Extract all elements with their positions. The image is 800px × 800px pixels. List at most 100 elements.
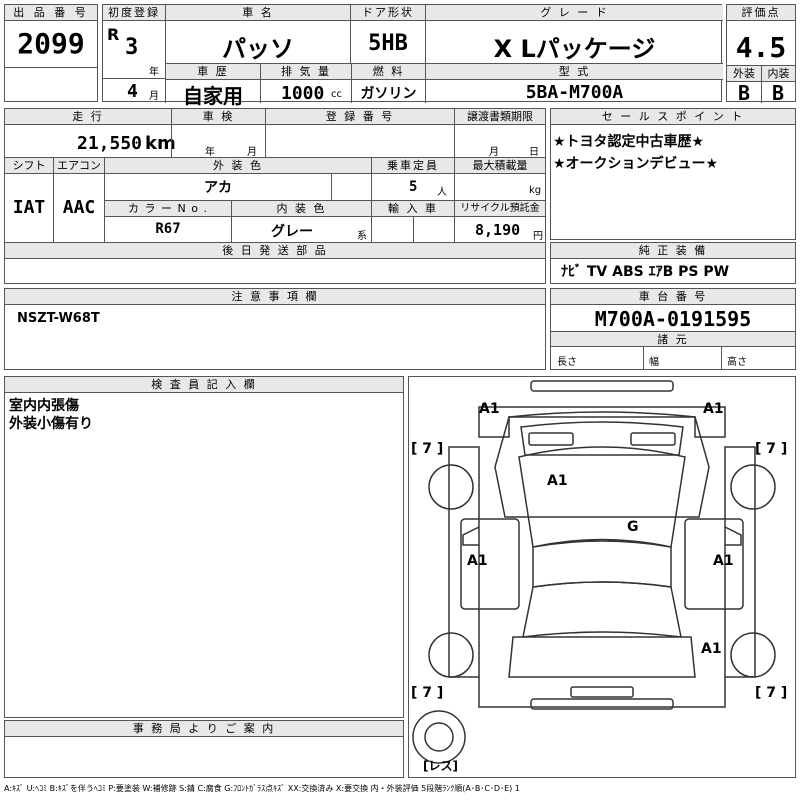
history-label: 車 歴 xyxy=(166,64,260,80)
info-box: 走 行 21,550 km 車 検 年 月 登 録 番 号 譲渡書類期限 月 日… xyxy=(4,108,546,284)
mileage-unit: km xyxy=(145,133,176,154)
capacity-label: 乗車定員 xyxy=(372,158,454,174)
equipment-box: 純 正 装 備 ﾅﾋﾞ TV ABS ｴｱB PS PW xyxy=(550,242,796,284)
notes: NSZT-W68T xyxy=(17,311,100,326)
displacement-unit: cc xyxy=(331,89,342,100)
reg-year: 3 xyxy=(125,35,139,60)
height-label: 高さ xyxy=(727,357,747,368)
import-label: 輸 入 車 xyxy=(372,201,454,217)
transfer-month-unit: 月 xyxy=(489,147,499,158)
transfer-day-unit: 日 xyxy=(529,147,539,158)
shift-label: シフト xyxy=(5,158,53,174)
grade: X Lパッケージ xyxy=(493,35,656,63)
inspector-line-1: 室内内張傷 xyxy=(9,398,79,414)
load-label: 最大積載量 xyxy=(455,158,545,174)
header-main-box: 初度登録 R 3 年 4 月 車 名 パッソ ドア形状 5HB グ レ ー ド … xyxy=(102,4,723,108)
ac: AAC xyxy=(62,197,96,218)
sales-point-2: ★オークションデビュー★ xyxy=(553,156,719,172)
reg-month: 4 xyxy=(127,81,138,102)
mark-right-door: A1 xyxy=(713,553,734,569)
mileage: 21,550 xyxy=(77,133,143,154)
chassis-box: 車 台 番 号 M700A-0191595 諸 元 長さ 幅 高さ xyxy=(550,288,796,370)
score-label: 評価点 xyxy=(727,5,795,21)
era: R xyxy=(107,25,120,44)
exterior-grade: B xyxy=(737,81,751,105)
sales-points-label: セ ー ル ス ポ イ ン ト xyxy=(551,109,795,125)
first-reg-label: 初度登録 xyxy=(103,5,165,21)
notes-box: 注 意 事 項 欄 NSZT-W68T xyxy=(4,288,546,370)
door-type-label: ドア形状 xyxy=(351,5,425,21)
interior-grade-label: 内装 xyxy=(761,66,795,82)
model: 5BA-M700A xyxy=(525,82,624,103)
int-color-label: 内 装 色 xyxy=(232,201,371,217)
mark-left-door: A1 xyxy=(467,553,488,569)
equipment: ﾅﾋﾞ TV ABS ｴｱB PS PW xyxy=(561,264,730,280)
capacity: 5 xyxy=(409,179,418,195)
ac-label: エアコン xyxy=(54,158,104,174)
sales-points-box: セ ー ル ス ポ イ ン ト ★トヨタ認定中古車歴★ ★オークションデビュー★ xyxy=(550,108,796,240)
int-color: グレー xyxy=(271,224,313,240)
color-no-label: カ ラ ー N o . xyxy=(105,201,231,217)
office-label: 事 務 局 よ り ご 案 内 xyxy=(5,721,403,737)
mark-front-right: A1 xyxy=(703,401,724,417)
mark-bracket-fr: [ 7 ] xyxy=(755,441,788,457)
chassis-label: 車 台 番 号 xyxy=(551,289,795,305)
color-no: R67 xyxy=(155,221,181,237)
mark-bracket-fl: [ 7 ] xyxy=(411,441,444,457)
inspector-label: 検 査 員 記 入 欄 xyxy=(5,377,403,393)
inspection-label: 車 検 xyxy=(172,109,265,125)
car-outline xyxy=(412,380,776,764)
length-label: 長さ xyxy=(557,357,577,368)
mark-front-left: A1 xyxy=(479,401,500,417)
office-box: 事 務 局 よ り ご 案 内 xyxy=(4,720,404,778)
score: 4.5 xyxy=(735,31,787,64)
reg-year-unit: 年 xyxy=(149,67,159,78)
model-label: 型 式 xyxy=(426,64,723,80)
capacity-unit: 人 xyxy=(437,187,447,198)
reg-month-unit: 月 xyxy=(149,91,159,102)
car-name: パッソ xyxy=(222,35,294,63)
load-unit: kg xyxy=(529,185,542,196)
lot-number-box: 出 品 番 号 2099 xyxy=(4,4,98,102)
fuel-label: 燃 料 xyxy=(352,64,425,80)
inspection-year-unit: 年 xyxy=(205,147,215,158)
inspection-month-unit: 月 xyxy=(247,147,257,158)
displacement-label: 排 気 量 xyxy=(261,64,351,80)
car-diagram: A1 A1 [ 7 ] [ 7 ] A1 G A1 A1 A1 [ 7 ] [ … xyxy=(408,376,796,778)
later-parts-label: 後 日 発 送 部 品 xyxy=(5,243,545,259)
shift: IAT xyxy=(12,197,46,218)
transfer-label: 譲渡書類期限 xyxy=(455,109,545,125)
fuel: ガソリン xyxy=(360,86,417,102)
mileage-label: 走 行 xyxy=(5,109,171,125)
legend: A:ｷｽﾞ U:ﾍｺﾐ B:ｷｽﾞを伴うﾍｺﾐ P:要塗装 W:補修跡 S:錆 … xyxy=(4,784,520,793)
score-box: 評価点 4.5 外装 内装 B B xyxy=(726,4,796,105)
width-label: 幅 xyxy=(649,357,659,368)
mark-hood: A1 xyxy=(547,473,568,489)
sales-point-1: ★トヨタ認定中古車歴★ xyxy=(553,134,705,150)
mark-bracket-rl: [ 7 ] xyxy=(411,685,444,701)
recycle: 8,190 xyxy=(475,221,521,239)
specs-label: 諸 元 xyxy=(551,331,795,347)
displacement: 1000 xyxy=(281,83,325,104)
recycle-label: リサイクル預託金 xyxy=(455,201,545,217)
lot-number: 2099 xyxy=(17,27,85,60)
notes-label: 注 意 事 項 欄 xyxy=(5,289,545,305)
history: 自家用 xyxy=(183,84,243,108)
exterior-grade-label: 外装 xyxy=(727,66,761,82)
chassis-number: M700A-0191595 xyxy=(594,307,752,331)
mark-bracket-rr: [ 7 ] xyxy=(755,685,788,701)
car-name-label: 車 名 xyxy=(166,5,350,21)
lot-number-label: 出 品 番 号 xyxy=(5,5,97,21)
mark-rear-right: A1 xyxy=(701,641,722,657)
ext-color: アカ xyxy=(204,180,232,196)
plate-label: 登 録 番 号 xyxy=(266,109,454,125)
recycle-unit: 円 xyxy=(533,231,543,242)
door-type: 5HB xyxy=(368,31,408,56)
ext-color-label: 外 装 色 xyxy=(105,158,371,174)
grade-label: グ レ ー ド xyxy=(426,5,723,21)
inspector-line-2: 外装小傷有り xyxy=(9,416,93,432)
mark-roof: G xyxy=(627,519,639,535)
equipment-label: 純 正 装 備 xyxy=(551,243,795,259)
mark-spare: [レス] xyxy=(423,759,458,773)
interior-grade: B xyxy=(771,81,785,105)
